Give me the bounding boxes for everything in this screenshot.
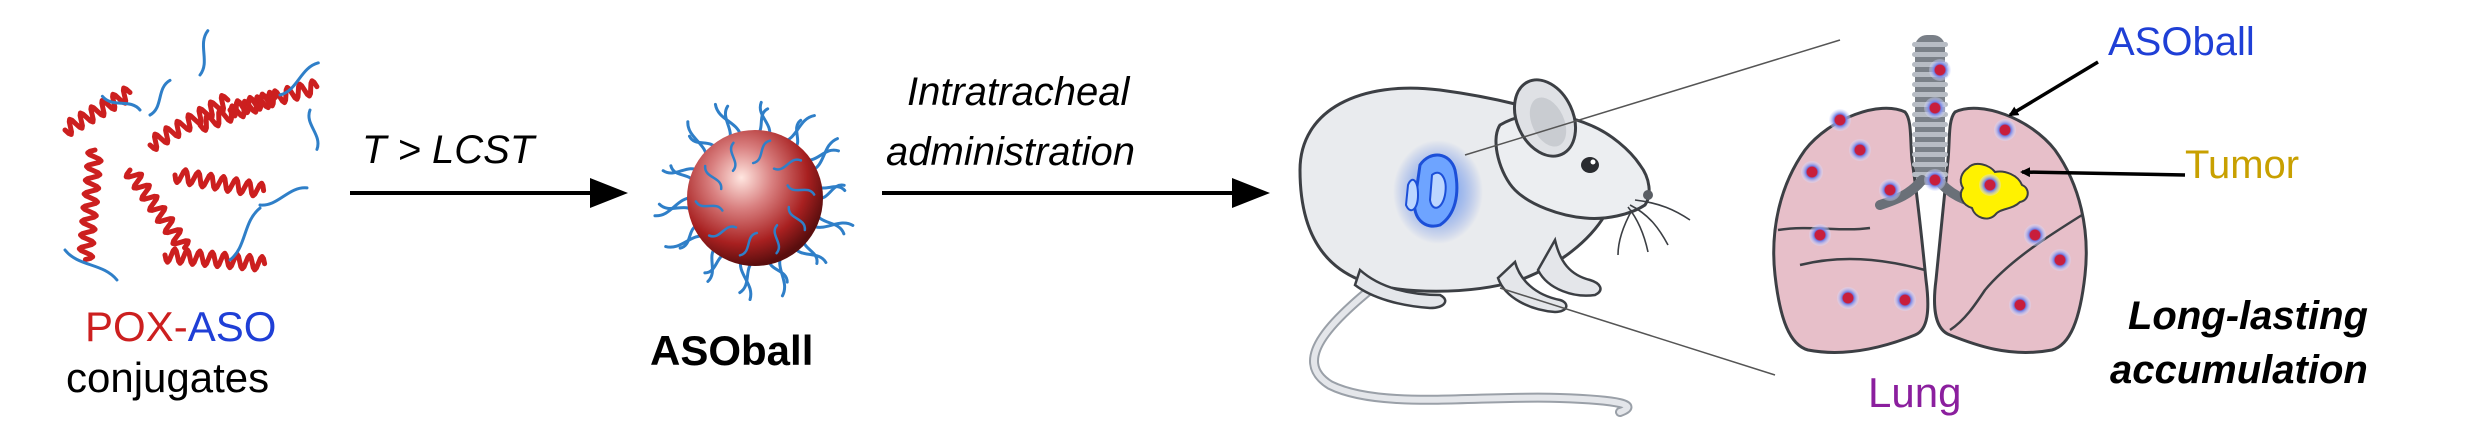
trachea-ring bbox=[1912, 92, 1948, 97]
asoball-dot-core bbox=[1807, 167, 1817, 177]
asoball-dots bbox=[1801, 59, 2071, 316]
aso-strand-icon bbox=[787, 205, 807, 232]
asoball-dot-core bbox=[1930, 103, 1940, 113]
trachea-ring bbox=[1912, 52, 1948, 57]
aso-strand-icon bbox=[773, 223, 781, 255]
trachea-ring bbox=[1912, 132, 1948, 137]
aso-strand-icon bbox=[63, 248, 119, 282]
trachea-ring bbox=[1912, 152, 1948, 157]
asoball-dot-core bbox=[1855, 145, 1865, 155]
annotation-arrows bbox=[2008, 60, 2186, 178]
mouse-icon bbox=[1298, 78, 1691, 417]
aso-strand-icon bbox=[703, 164, 723, 191]
lung-label: Lung bbox=[1868, 369, 1962, 416]
pox-text: POX bbox=[85, 303, 174, 350]
administration-label-line2: administration bbox=[886, 130, 1136, 174]
arrow-administration bbox=[882, 178, 1270, 208]
pox-strand bbox=[172, 167, 267, 199]
trachea-ring bbox=[1912, 122, 1948, 127]
arrow-lcst bbox=[350, 178, 628, 208]
long-lasting-label: Long-lasting bbox=[2128, 294, 2368, 338]
aso-strand-icon bbox=[278, 61, 320, 97]
aso-strand-icon bbox=[198, 29, 210, 77]
trachea-ring bbox=[1912, 142, 1948, 147]
tumor-label: Tumor bbox=[2185, 143, 2300, 187]
accumulation-label: accumulation bbox=[2110, 348, 2368, 392]
pox-strand bbox=[147, 93, 231, 152]
asoball-label: ASOball bbox=[650, 327, 814, 374]
nanoparticle-icon bbox=[653, 100, 855, 302]
aso-strand-icon bbox=[100, 94, 142, 112]
trachea-ring bbox=[1912, 42, 1948, 47]
pox-strand bbox=[162, 246, 268, 273]
pox-strand bbox=[227, 78, 320, 119]
conjugate-label-line2: conjugates bbox=[66, 354, 270, 401]
asoball-dot-core bbox=[1900, 295, 1910, 305]
aso-strand-icon bbox=[307, 108, 320, 151]
asoball-dot-core bbox=[1843, 293, 1853, 303]
aso-strand-icon bbox=[258, 186, 309, 207]
dash-text: - bbox=[173, 303, 188, 350]
polymer-coil-icon bbox=[62, 29, 320, 282]
aso-strand-icon bbox=[729, 141, 737, 173]
aso-strand-icon bbox=[694, 200, 724, 212]
asoball-dot-core bbox=[1885, 185, 1895, 195]
aso-strand-icon bbox=[786, 184, 816, 196]
aso-strand-icon bbox=[751, 139, 772, 165]
zoom-lines bbox=[1464, 39, 1841, 376]
aso-strand-icon bbox=[148, 78, 172, 117]
asoball-dot-core bbox=[1935, 65, 1945, 75]
asoball-dot-core bbox=[2000, 125, 2010, 135]
lcst-label: T > LCST bbox=[362, 128, 535, 172]
trachea-ring bbox=[1912, 82, 1948, 87]
asoball-dot-core bbox=[2015, 300, 2025, 310]
pox-strand bbox=[62, 85, 133, 137]
aso-strand-icon bbox=[707, 225, 738, 238]
pox-strand bbox=[76, 147, 104, 263]
asoball-dot-core bbox=[2030, 230, 2040, 240]
aso-strand-icon bbox=[772, 158, 803, 171]
asoball-dot-core bbox=[1930, 175, 1940, 185]
asoball-dot-core bbox=[1985, 180, 1995, 190]
aso-strand-icon bbox=[228, 206, 262, 262]
lung-asoball-label: ASOball bbox=[2108, 20, 2255, 64]
pox-strand bbox=[123, 167, 191, 251]
asoball-dot-core bbox=[2055, 255, 2065, 265]
asoball-dot-core bbox=[1815, 230, 1825, 240]
conjugate-label-line1: POX-ASO bbox=[85, 306, 276, 348]
asoball-dot-core bbox=[1835, 115, 1845, 125]
administration-label-line1: Intratracheal bbox=[907, 70, 1130, 114]
trachea-ring bbox=[1912, 162, 1948, 167]
aso-text: ASO bbox=[187, 303, 277, 350]
aso-strand-icon bbox=[738, 231, 759, 257]
